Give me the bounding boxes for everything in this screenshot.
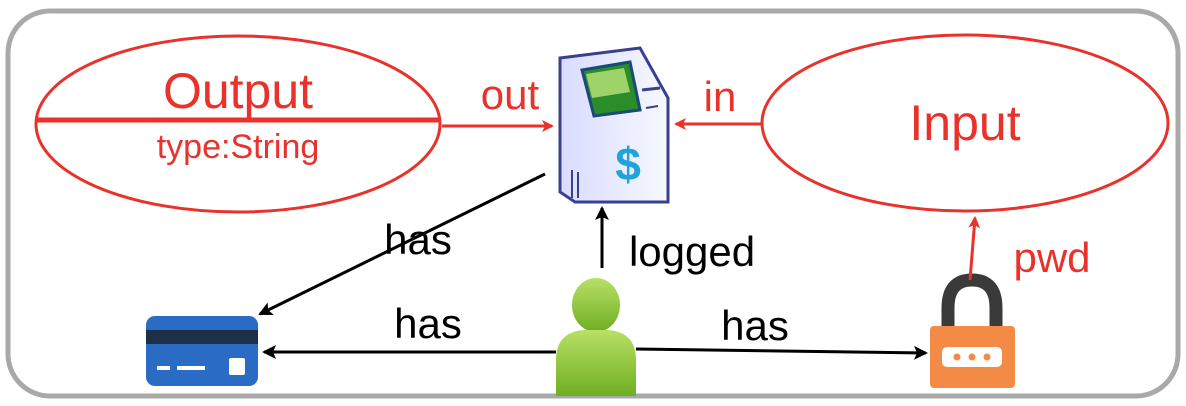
svg-text:$: $ xyxy=(615,138,641,190)
user-icon xyxy=(556,278,636,396)
output-type: type:String xyxy=(157,128,320,166)
edge-logged-label: logged xyxy=(629,228,755,275)
edge-user-has-lock-label: has xyxy=(721,302,789,349)
edge-atm-has-card-label: has xyxy=(384,216,452,263)
credit-card-icon xyxy=(146,316,258,386)
edge-out-label: out xyxy=(481,71,540,118)
output-title: Output xyxy=(163,63,313,119)
edge-pwd-arrow xyxy=(968,216,981,281)
edge-pwd-label: pwd xyxy=(1013,234,1090,281)
edge-user-has-card-label: has xyxy=(394,300,462,347)
lock-icon xyxy=(930,273,1015,388)
output-node: Output type:String xyxy=(34,34,442,214)
atm-icon: $ xyxy=(558,46,670,204)
input-title: Input xyxy=(909,95,1020,151)
edge-atm-has-card-arrow xyxy=(258,172,546,316)
edge-in-label: in xyxy=(704,73,737,120)
input-node: Input xyxy=(760,33,1170,213)
edge-user-has-lock-arrow xyxy=(635,345,928,360)
